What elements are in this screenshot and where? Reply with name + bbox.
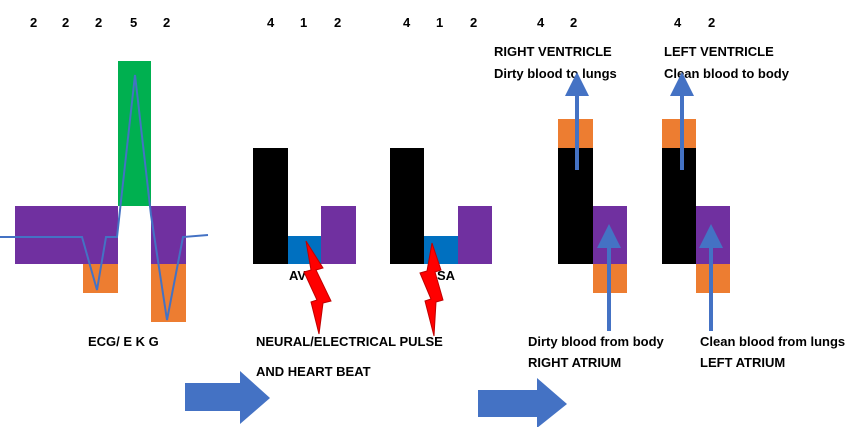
right-heart-figure: 4 2 RIGHT VENTRICLE Dirty blood to lungs…	[494, 15, 665, 370]
sa-number-3: 2	[470, 15, 477, 30]
av-node-figure: 4 1 2 AV	[253, 15, 356, 335]
lightning-bolt-icon	[419, 242, 444, 337]
sa-black-block	[390, 148, 424, 264]
ecg-trace	[0, 74, 209, 321]
ecg-number-3: 2	[95, 15, 102, 30]
av-number-1: 4	[267, 15, 275, 30]
left-atrium-title: LEFT ATRIUM	[700, 355, 785, 370]
neural-pulse-label: NEURAL/ELECTRICAL PULSE	[256, 334, 443, 349]
av-number-2: 1	[300, 15, 307, 30]
right-atrium-title: RIGHT ATRIUM	[528, 355, 621, 370]
av-number-3: 2	[334, 15, 341, 30]
right-atrium-desc: Dirty blood from body	[528, 334, 665, 349]
sa-label: SA	[437, 268, 456, 283]
ecg-label: ECG/ E K G	[88, 334, 159, 349]
right-ventricle-desc: Dirty blood to lungs	[494, 66, 617, 81]
ecg-number-4: 5	[130, 15, 137, 30]
lightning-bolt-icon	[303, 240, 332, 335]
left-number-2: 2	[708, 15, 715, 30]
left-heart-figure: 4 2 LEFT VENTRICLE Clean blood to body C…	[662, 15, 845, 370]
left-number-1: 4	[674, 15, 682, 30]
right-number-1: 4	[537, 15, 545, 30]
left-ventricle-desc: Clean blood to body	[664, 66, 790, 81]
left-atrium-desc: Clean blood from lungs	[700, 334, 845, 349]
left-ventricle-title: LEFT VENTRICLE	[664, 44, 774, 59]
right-number-2: 2	[570, 15, 577, 30]
sa-purple-block	[458, 206, 492, 264]
right-arrow-icon	[185, 371, 270, 424]
left-ventricle-orange-block	[662, 119, 696, 148]
sa-number-1: 4	[403, 15, 411, 30]
sa-node-figure: 4 1 2 SA	[390, 15, 492, 337]
av-black-block	[253, 148, 288, 264]
right-arrow-icon	[478, 378, 567, 427]
ecg-figure: 2 2 2 5 2	[0, 15, 209, 322]
ecg-number-5: 2	[163, 15, 170, 30]
left-ventricle-black-block	[662, 148, 696, 264]
heart-beat-label: AND HEART BEAT	[256, 364, 371, 379]
ecg-number-1: 2	[30, 15, 37, 30]
right-ventricle-title: RIGHT VENTRICLE	[494, 44, 612, 59]
ecg-left-purple-block	[15, 206, 118, 264]
av-label: AV	[289, 268, 306, 283]
sa-number-2: 1	[436, 15, 443, 30]
av-purple-block	[321, 206, 356, 264]
ecg-number-2: 2	[62, 15, 69, 30]
